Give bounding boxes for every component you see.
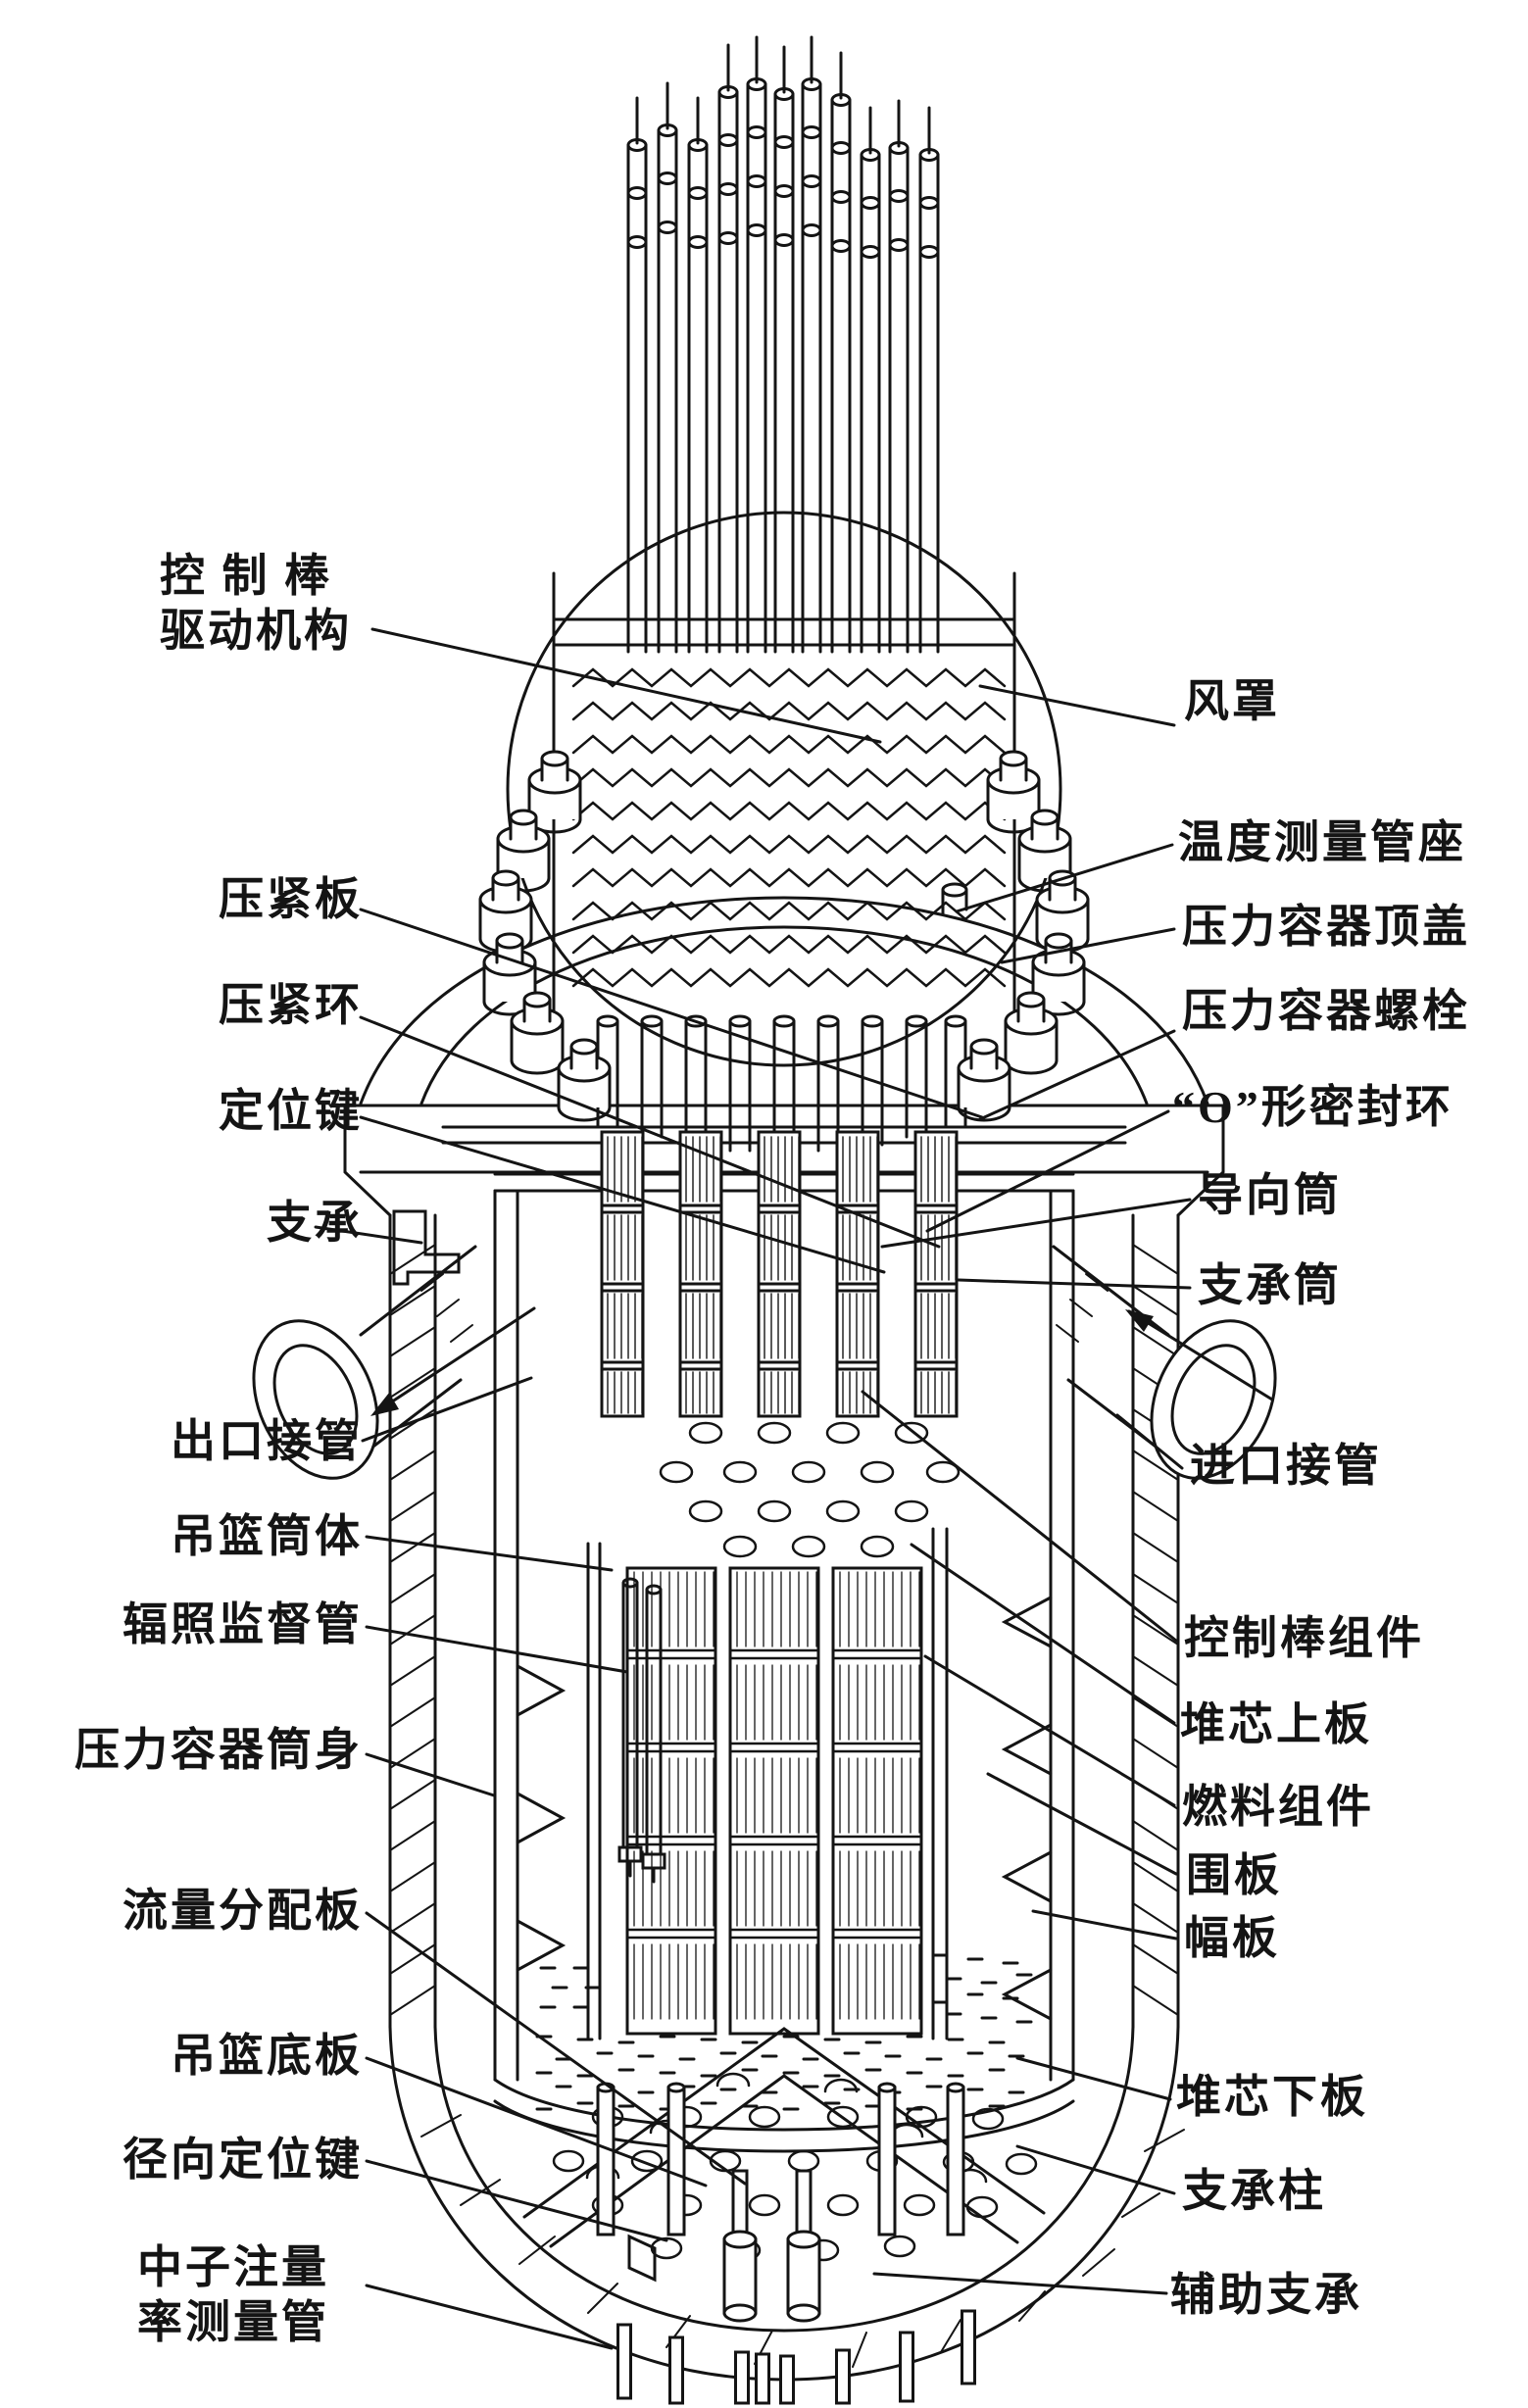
former-brackets-left	[516, 1664, 567, 1972]
leader-lines	[314, 627, 1192, 2350]
temperature-nozzle-stub	[941, 882, 968, 915]
label-radial-key: 径向定位键	[123, 2135, 363, 2185]
inlet-nozzle-shape	[1052, 1245, 1277, 1480]
crdm-rods	[626, 35, 940, 654]
label-guide-tube: 导向筒	[1198, 1170, 1342, 1220]
leader-outlet-nozzle	[361, 1376, 533, 1443]
label-core-barrel: 吊篮筒体	[171, 1511, 363, 1561]
label-crdm-line1: 控 制 棒	[160, 551, 332, 601]
label-inlet-nozzle: 进口接管	[1190, 1441, 1382, 1491]
leader-lower-core-plate	[1015, 2056, 1172, 2101]
label-support: 支承	[267, 1198, 363, 1248]
leader-inlet-nozzle	[1115, 1413, 1184, 1470]
fan-shroud	[506, 511, 1062, 1067]
label-hold-down-plate: 压紧板	[219, 874, 363, 924]
leader-basket-bottom-plate	[365, 2056, 708, 2187]
leader-flow-distribution-plate	[365, 1911, 747, 2186]
leader-hold-down-plate	[359, 908, 984, 1119]
leader-crdm	[370, 627, 882, 744]
leader-vessel-shell	[365, 1752, 496, 1797]
leader-support-cylinder	[957, 1278, 1192, 1290]
inlet-flow-arrow-icon	[1125, 1309, 1274, 1401]
fuel-assemblies	[625, 1566, 923, 2036]
lower-internals	[522, 1953, 1046, 2323]
head-adapters	[596, 1014, 967, 1155]
leader-vessel-head	[1000, 927, 1176, 964]
support-bracket	[392, 1209, 461, 1286]
label-former-plate: 幅板	[1184, 1913, 1280, 1963]
upper-internals	[600, 1130, 961, 1558]
leader-support-column	[1015, 2144, 1176, 2195]
head-dome-outer	[359, 896, 1209, 1106]
leader-irradiation-tube	[365, 1625, 629, 1674]
leader-hold-down-ring	[359, 1015, 941, 1249]
label-fuel-assembly: 燃料组件	[1182, 1782, 1374, 1832]
leader-neutron-flux-tube	[365, 2284, 614, 2350]
leader-fuel-assembly	[923, 1654, 1176, 1807]
label-neutron-flux-tube: 中子注量 率测量管	[137, 2240, 329, 2350]
outlet-flow-arrow-icon	[370, 1306, 536, 1416]
leader-support	[314, 1225, 423, 1245]
label-lower-core-plate: 堆芯下板	[1176, 2072, 1368, 2122]
label-baffle: 围板	[1186, 1850, 1282, 1900]
former-brackets-right	[1001, 1596, 1053, 2021]
radial-key-shape	[627, 2234, 657, 2283]
bottom-head-inner	[433, 2025, 1135, 2333]
instrument-tubes	[616, 2309, 976, 2405]
label-crdm-line2: 驱动机构	[160, 606, 352, 656]
leader-guide-tube	[880, 1198, 1192, 1249]
label-neutron-flux-tube-line1: 中子注量	[137, 2242, 329, 2292]
label-basket-bottom-plate: 吊篮底板	[171, 2031, 363, 2081]
label-upper-core-plate: 堆芯上板	[1180, 1699, 1372, 1749]
head-dome-inner	[419, 925, 1149, 1106]
label-vessel-stud: 压力容器螺栓	[1182, 986, 1470, 1036]
label-support-column: 支承柱	[1182, 2166, 1326, 2216]
label-locating-key: 定位键	[219, 1086, 363, 1136]
basket-bottom-shape	[493, 2078, 1075, 2132]
leader-vessel-stud	[978, 1029, 1176, 1121]
label-crdm: 控 制 棒 驱动机构	[160, 549, 352, 659]
label-vessel-head: 压力容器顶盖	[1182, 902, 1470, 952]
label-o-ring: “O”形密封环	[1172, 1082, 1454, 1132]
label-irradiation-tube: 辐照监督管	[123, 1599, 363, 1649]
leader-o-ring	[925, 1109, 1170, 1233]
leader-auxiliary-support	[872, 2272, 1168, 2295]
bottom-head-outer	[388, 2025, 1180, 2382]
nozzles	[252, 1245, 1277, 1480]
baffle-formers	[516, 1527, 1053, 2040]
outlet-nozzle-shape	[252, 1245, 536, 1480]
label-outlet-nozzle: 出口接管	[171, 1416, 363, 1466]
label-flow-distribution-plate: 流量分配板	[123, 1886, 363, 1936]
irradiation-tubes	[617, 1577, 666, 1884]
leader-baffle	[986, 1772, 1178, 1876]
label-control-rod-assembly: 控制棒组件	[1184, 1613, 1424, 1663]
label-support-cylinder: 支承筒	[1198, 1260, 1342, 1310]
label-neutron-flux-tube-line2: 率测量管	[137, 2297, 329, 2347]
label-auxiliary-support: 辅助支承	[1170, 2270, 1362, 2320]
label-hold-down-ring: 压紧环	[219, 980, 363, 1030]
leader-locating-key	[359, 1115, 886, 1274]
label-temperature-nozzle: 温度测量管座	[1178, 817, 1466, 867]
leader-temperature-nozzle	[955, 843, 1174, 913]
leader-core-barrel	[365, 1535, 614, 1572]
label-fan-shroud: 风罩	[1184, 676, 1280, 726]
label-vessel-shell: 压力容器筒身	[74, 1725, 363, 1775]
leader-upper-core-plate	[910, 1543, 1176, 1725]
leader-radial-key	[365, 2159, 668, 2242]
leader-fan-shroud	[978, 684, 1176, 727]
leader-former-plate	[1031, 1909, 1178, 1941]
leader-control-rod-assembly	[861, 1390, 1178, 1643]
